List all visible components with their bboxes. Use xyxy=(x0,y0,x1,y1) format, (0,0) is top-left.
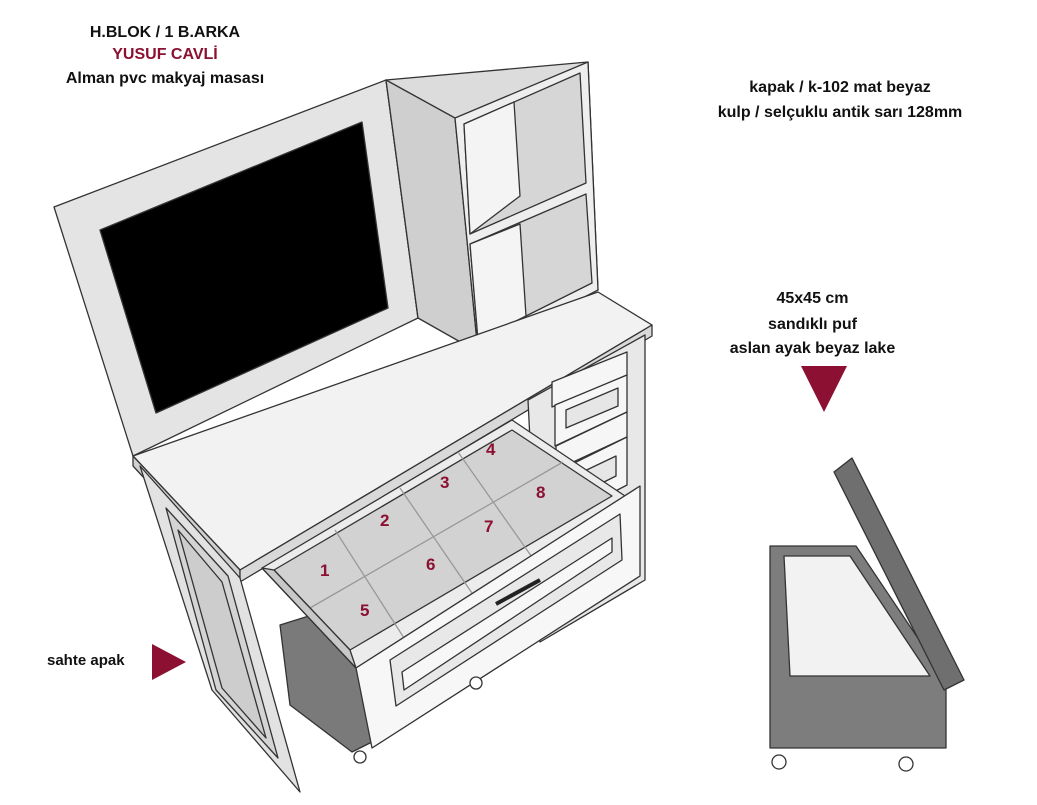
product-title: Alman pvc makyaj masası xyxy=(65,70,265,87)
puf-legs: aslan ayak beyaz lake xyxy=(729,340,896,357)
puf-interior xyxy=(783,555,931,677)
compartment-3: 3 xyxy=(440,473,449,492)
compartment-4: 4 xyxy=(486,440,496,459)
caster-wheel xyxy=(353,750,367,764)
compartment-8: 8 xyxy=(536,483,545,502)
puf-leg xyxy=(898,756,914,772)
compartment-2: 2 xyxy=(380,511,389,530)
compartment-7: 7 xyxy=(484,517,493,536)
puf-leg xyxy=(771,754,787,770)
compartment-6: 6 xyxy=(426,555,435,574)
customer-name: YUSUF CAVLİ xyxy=(112,46,218,63)
drawer-handle[interactable] xyxy=(495,578,541,606)
fake-door-arrow xyxy=(152,644,186,680)
door-spec: kapak / k-102 mat beyaz xyxy=(749,79,931,96)
puf-type: sandıklı puf xyxy=(768,316,857,333)
puf-arrow xyxy=(801,366,847,412)
compartment-5: 5 xyxy=(360,601,369,620)
handle-spec: kulp / selçuklu antik sarı 128mm xyxy=(717,104,963,121)
puf-size: 45x45 cm xyxy=(776,290,849,307)
compartment-1: 1 xyxy=(320,561,329,580)
fake-door-label: sahte apak xyxy=(47,652,125,669)
puf-lid xyxy=(833,457,965,691)
mirror xyxy=(99,121,389,414)
caster-wheel xyxy=(469,676,483,690)
project-block: H.BLOK / 1 B.ARKA xyxy=(89,24,241,41)
